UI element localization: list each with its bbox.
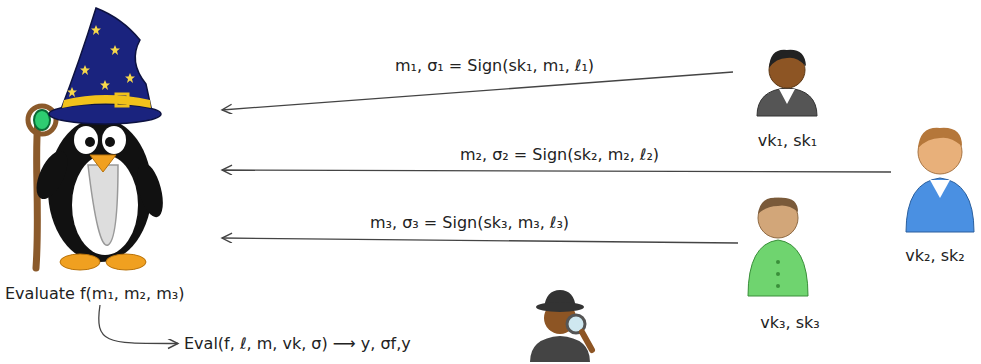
signer-node: vk₂, sk₂: [893, 120, 977, 265]
drawing-part: [102, 126, 126, 154]
drawing-part: [88, 165, 118, 245]
drawing-part: [748, 240, 808, 296]
drawing-part: [80, 65, 90, 75]
person-one: [757, 50, 817, 116]
person-three: [748, 198, 808, 296]
drawing-part: [67, 87, 77, 97]
drawing-part: [48, 118, 152, 262]
drawing-part: [106, 254, 146, 270]
drawing-part: [530, 336, 590, 362]
drawing-part: [74, 126, 98, 154]
key-label: vk₃, sk₃: [760, 313, 819, 332]
drawing-part: [116, 94, 128, 106]
message-arrow: [222, 170, 891, 172]
edge-label: m₁, σ₁ = Sign(sk₁, m₁, ℓ₁): [393, 56, 596, 75]
drawing-part: [100, 80, 110, 90]
drawing-part: [85, 137, 95, 147]
drawing-part: [536, 302, 584, 312]
key-label: vk₂, sk₂: [905, 246, 964, 265]
output-formula: Eval(f, ℓ, m, vk, σ) ⟶ y, σf,y: [184, 334, 411, 353]
drawing-part: [779, 89, 795, 104]
signer-node: vk₃, sk₃: [740, 190, 840, 332]
message-arrow: [222, 72, 733, 110]
drawing-part: [62, 95, 151, 108]
drawing-part: [906, 178, 974, 232]
drawing-part: [90, 155, 116, 172]
drawing-part: [776, 272, 780, 276]
drawing-part: [60, 254, 100, 270]
drawing-part: [918, 128, 962, 148]
drawing-part: [34, 110, 50, 130]
node-caption: Evaluate f(m₁, m₂, m₃): [5, 284, 184, 303]
message-arrow: [222, 238, 738, 243]
drawing-part: [769, 50, 806, 68]
drawing-part: [930, 180, 950, 198]
person-two: [906, 128, 974, 232]
drawing-part: [91, 25, 101, 35]
drawing-part: [60, 8, 152, 112]
drawing-part: [757, 88, 817, 116]
drawing-part: [105, 137, 115, 147]
drawing-part: [582, 332, 592, 350]
wizard-penguin: [28, 8, 168, 270]
drawing-part: [125, 73, 135, 83]
eval-node: Eval(f, ℓ, m, vk, σ) ⟶ y, σf,y: [180, 330, 415, 357]
wizard-node: Evaluate f(m₁, m₂, m₃): [5, 5, 220, 303]
key-label: vk₁, sk₁: [758, 131, 817, 150]
message-arrow: [99, 305, 178, 344]
detective-icon: [530, 290, 592, 362]
drawing-part: [776, 260, 780, 264]
drawing-part: [776, 284, 780, 288]
edge-label: m₂, σ₂ = Sign(sk₂, m₂, ℓ₂): [458, 145, 661, 164]
edge-label: m₃, σ₃ = Sign(sk₃, m₃, ℓ₃): [368, 213, 571, 232]
drawing-part: [758, 198, 798, 238]
drawing-part: [758, 198, 798, 214]
signer-node: vk₁, sk₁: [735, 50, 840, 150]
drawing-part: [30, 146, 74, 203]
drawing-part: [110, 45, 120, 55]
drawing-part: [72, 155, 138, 255]
